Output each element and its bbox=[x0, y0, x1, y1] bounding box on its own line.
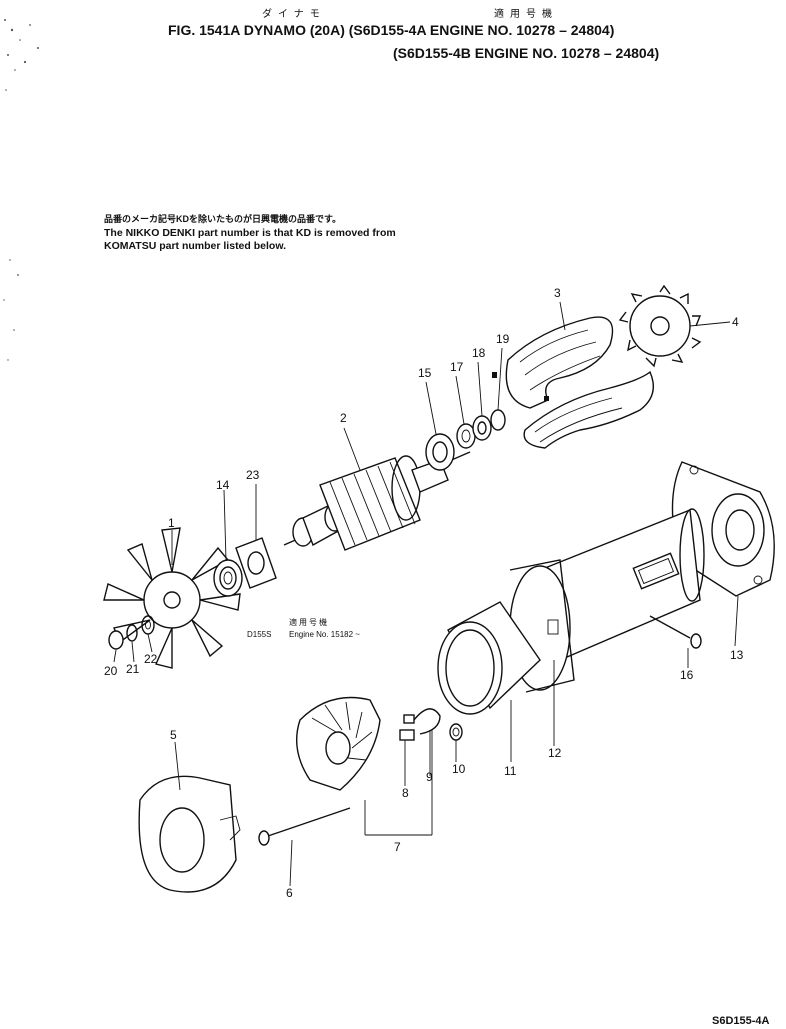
callout-14: 14 bbox=[216, 478, 230, 492]
washer-17 bbox=[456, 423, 476, 449]
applicability-model: D155S bbox=[247, 630, 272, 639]
jp-title: ダイナモ bbox=[262, 9, 326, 20]
note-en-line2: KOMATSU part number listed below. bbox=[104, 240, 287, 252]
callout-10: 10 bbox=[452, 762, 466, 776]
callout-4: 4 bbox=[732, 315, 739, 329]
through-bolt bbox=[258, 807, 351, 846]
note-jp: 品番のメーカ記号KDを除いたものが日興電機の品番です。 bbox=[104, 214, 342, 224]
applicability-jp: 適用号機 bbox=[289, 618, 329, 627]
callout-19: 19 bbox=[496, 332, 510, 346]
callout-22: 22 bbox=[144, 652, 158, 666]
brush-8 bbox=[399, 714, 415, 741]
callout-1: 1 bbox=[168, 516, 175, 530]
callout-8: 8 bbox=[402, 786, 409, 800]
bearing-15 bbox=[425, 433, 455, 471]
leader-lines bbox=[113, 301, 739, 887]
applicability-engine: Engine No. 15182 ~ bbox=[289, 630, 360, 639]
spring-10 bbox=[449, 723, 463, 741]
callout-20: 20 bbox=[104, 664, 118, 678]
callout-16: 16 bbox=[680, 668, 694, 682]
bearing-14 bbox=[213, 559, 243, 597]
jp-applicable-label: 適用号機 bbox=[494, 9, 558, 20]
callout-9: 9 bbox=[426, 770, 433, 784]
nut-and-washers bbox=[108, 615, 155, 650]
callout-3: 3 bbox=[554, 286, 561, 300]
end-cover bbox=[671, 461, 775, 597]
callout-7: 7 bbox=[394, 840, 401, 854]
cover-plate-23 bbox=[235, 537, 277, 589]
figure-title: FIG. 1541A DYNAMO (20A) (S6D155-4A ENGIN… bbox=[168, 22, 615, 38]
spacer-ring-11 bbox=[437, 601, 541, 715]
callout-12: 12 bbox=[548, 746, 562, 760]
brush-holder bbox=[295, 696, 381, 791]
bearing-18 bbox=[472, 415, 492, 441]
callout-21: 21 bbox=[126, 662, 140, 676]
note-en-line1: The NIKKO DENKI part number is that KD i… bbox=[104, 227, 396, 239]
gear bbox=[618, 284, 702, 368]
callout-11: 11 bbox=[504, 764, 517, 778]
field-coil bbox=[505, 316, 654, 449]
callout-2: 2 bbox=[340, 411, 347, 425]
callout-5: 5 bbox=[170, 728, 177, 742]
callout-17: 17 bbox=[450, 360, 464, 374]
brush-lead-9 bbox=[413, 708, 441, 735]
figure-title-line2: (S6D155-4B ENGINE NO. 10278 – 24804) bbox=[393, 45, 660, 61]
callout-23: 23 bbox=[246, 468, 260, 482]
callout-6: 6 bbox=[286, 886, 293, 900]
callout-18: 18 bbox=[472, 346, 486, 360]
rear-cover bbox=[138, 775, 241, 893]
fan bbox=[103, 527, 241, 669]
scan-speckle bbox=[3, 19, 39, 361]
figure-code: S6D155-4A bbox=[712, 1015, 770, 1027]
callout-13: 13 bbox=[730, 648, 744, 662]
screw-16 bbox=[649, 615, 702, 649]
callout-15: 15 bbox=[418, 366, 432, 380]
collar-19 bbox=[490, 372, 506, 431]
